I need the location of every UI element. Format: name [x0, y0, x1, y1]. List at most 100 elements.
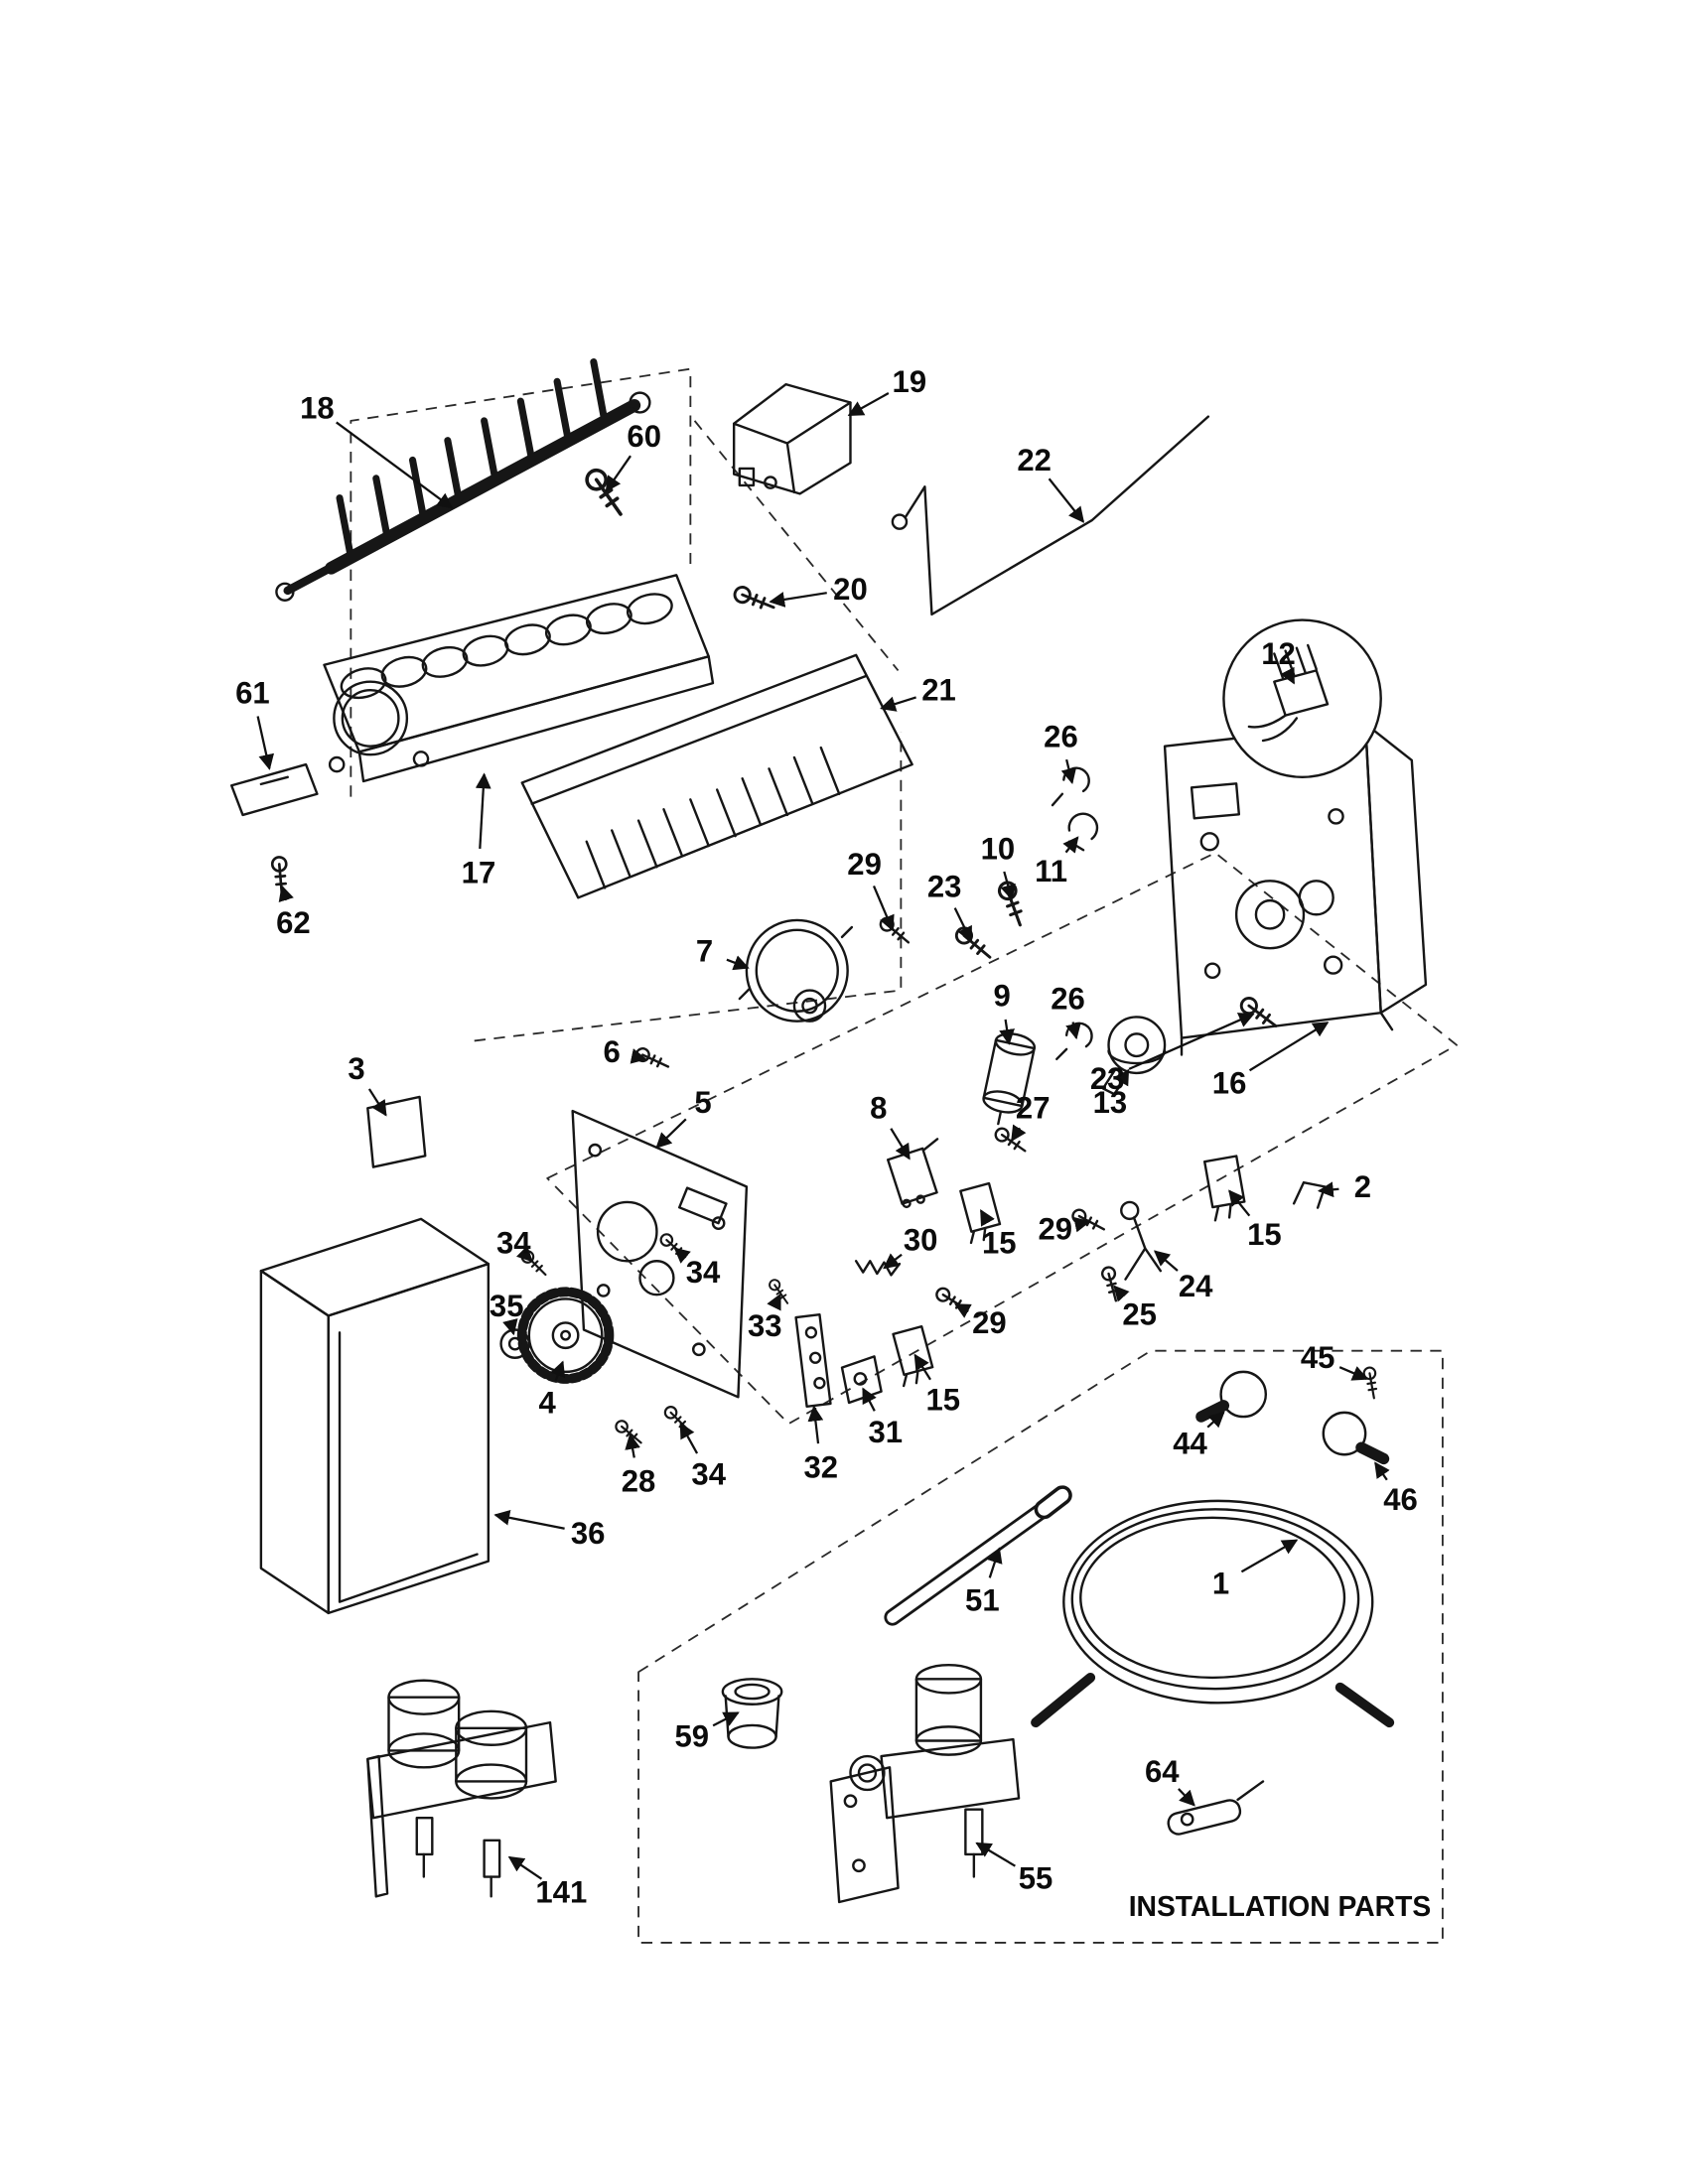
callout-leader-line	[655, 1118, 687, 1149]
screw-60	[581, 465, 631, 522]
callout-leader-line	[336, 421, 454, 509]
part-4-gear	[516, 1287, 615, 1384]
callout-label-36: 36	[571, 1516, 606, 1551]
callout-label-27: 27	[1016, 1091, 1051, 1126]
callout-label-10: 10	[981, 831, 1016, 866]
callout-leader-line	[807, 1405, 824, 1444]
callout-label-61: 61	[235, 676, 270, 711]
callout-label-55: 55	[1019, 1860, 1053, 1895]
callout-label-29: 29	[1039, 1211, 1073, 1246]
callout-leader-line	[913, 1353, 931, 1381]
callout-leader-line	[890, 1128, 911, 1160]
callout-label-15: 15	[925, 1383, 960, 1418]
callout-label-23: 23	[1090, 1061, 1125, 1096]
callout-leader-line	[1065, 1022, 1081, 1040]
installation-parts-label: INSTALLATION PARTS	[1129, 1890, 1431, 1922]
screw-25	[1099, 1264, 1124, 1304]
screw-29	[877, 913, 914, 949]
callout-leader-line	[1206, 1411, 1225, 1429]
callout-leader-line	[367, 1088, 387, 1117]
callout-leader-line	[493, 1510, 565, 1530]
part-9-solenoid	[982, 1032, 1037, 1126]
part-30-spring	[854, 1260, 902, 1277]
part-61-plate	[229, 762, 319, 817]
callout-leader-line	[953, 907, 973, 943]
part-5-mounting-plate	[571, 1109, 749, 1399]
callout-label-9: 9	[993, 979, 1010, 1014]
callout-label-34: 34	[691, 1457, 726, 1492]
callout-label-60: 60	[627, 419, 661, 454]
callout-label-20: 20	[833, 572, 868, 607]
callout-leader-line	[625, 1433, 640, 1458]
callout-label-11: 11	[1035, 854, 1067, 888]
callout-leader-line	[1048, 478, 1085, 523]
part-32-bracket-strip	[794, 1312, 832, 1409]
callout-leader-line	[507, 1855, 543, 1880]
callout-leader-line	[630, 1048, 647, 1064]
callout-leader-line	[1060, 758, 1077, 784]
callout-label-12: 12	[1261, 636, 1296, 671]
callout-leader-line	[1280, 666, 1296, 685]
part-2-wire-clip	[1292, 1180, 1327, 1209]
callout-leader-line	[979, 1209, 995, 1227]
part-18-ejector-rake	[275, 358, 651, 602]
callout-label-7: 7	[696, 933, 713, 968]
pin-33	[767, 1277, 793, 1307]
part-59-grommet	[721, 1678, 783, 1749]
construction-lines	[350, 367, 1458, 1944]
part-8-switch	[887, 1138, 939, 1209]
callout-label-18: 18	[300, 391, 335, 426]
callout-leader-line	[880, 696, 916, 712]
part-24-fork-lever	[1120, 1200, 1163, 1281]
fastener-screws	[270, 465, 1381, 1448]
screw-20	[731, 583, 778, 616]
part-46-clamp	[1322, 1411, 1390, 1465]
callout-label-62: 62	[276, 905, 311, 940]
callout-label-2: 2	[1354, 1169, 1371, 1204]
callout-label-3: 3	[348, 1051, 364, 1086]
callout-label-29: 29	[847, 847, 882, 882]
callout-leader-line	[475, 772, 491, 849]
callout-leader-line	[256, 716, 274, 770]
part-36-cover-box	[259, 1217, 491, 1615]
callout-label-15: 15	[1247, 1217, 1282, 1252]
part-15-switch-1	[959, 1181, 1002, 1245]
screw-10	[995, 879, 1030, 930]
callout-leader-line	[1374, 1461, 1390, 1481]
callout-leader-line	[1338, 1366, 1369, 1381]
part-51-fill-tube	[884, 1485, 1072, 1626]
callout-leader-line	[1128, 1013, 1255, 1070]
callout-label-6: 6	[604, 1034, 621, 1069]
callout-leader-line	[847, 392, 890, 417]
callout-leader-line	[502, 1318, 518, 1336]
part-15-switch-3	[892, 1324, 934, 1388]
part-64-bracket	[1167, 1780, 1265, 1836]
callout-label-1: 1	[1212, 1567, 1229, 1601]
callout-leader-line	[883, 1253, 903, 1270]
callout-label-30: 30	[904, 1223, 938, 1258]
callout-label-22: 22	[1017, 443, 1052, 478]
installation-parts-region	[637, 1349, 1444, 1944]
callout-label-16: 16	[1212, 1065, 1247, 1100]
callout-leader-line	[1062, 836, 1079, 854]
part-21-cover	[520, 653, 913, 899]
callout-label-44: 44	[1173, 1426, 1207, 1460]
part-15-switch-2	[1202, 1155, 1246, 1222]
callout-label-59: 59	[674, 1719, 709, 1754]
part-13-thermostat	[1101, 1016, 1167, 1096]
callout-label-29: 29	[972, 1305, 1007, 1340]
callout-label-35: 35	[490, 1289, 524, 1323]
callout-leader-line	[1073, 1216, 1091, 1233]
callout-leader-line	[769, 592, 827, 608]
callout-leader-line	[278, 885, 294, 902]
callout-leader-line	[954, 1303, 972, 1318]
callout-label-32: 32	[804, 1449, 839, 1484]
callout-label-64: 64	[1145, 1754, 1180, 1789]
callout-leader-line	[872, 886, 895, 932]
callout-leader-line	[975, 1842, 1016, 1867]
callout-label-34: 34	[686, 1255, 721, 1290]
callout-label-23: 23	[927, 870, 962, 904]
callout-label-45: 45	[1301, 1340, 1335, 1375]
